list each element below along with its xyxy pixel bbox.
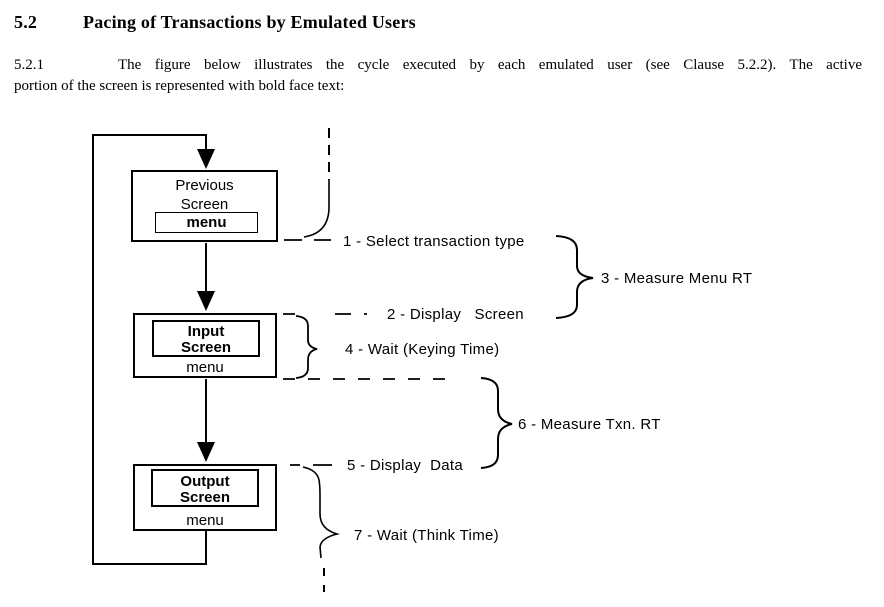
- step-label-3: 3 - Measure Menu RT: [601, 270, 753, 287]
- measure-txn-brace: [480, 377, 513, 469]
- input-screen-line-2: Screen: [180, 339, 232, 356]
- flow-arrow-2-head: [197, 442, 215, 462]
- previous-screen-menu-label: menu: [186, 214, 227, 231]
- input-screen-active-box: Input Screen: [152, 320, 260, 357]
- clause-number: 5.2.1: [14, 57, 44, 73]
- section-heading: 5.2 Pacing of Transactions by Emulated Us…: [14, 12, 870, 33]
- flow-box-previous-screen: Previous Screen menu: [131, 170, 278, 242]
- step-label-7: 7 - Wait (Think Time): [354, 527, 499, 544]
- clause-text-1: The figure below illustrates the cycle e…: [118, 57, 862, 73]
- previous-screen-menu-box: menu: [155, 212, 258, 233]
- flow-box-input-screen: Input Screen menu: [133, 313, 277, 378]
- section-number: 5.2: [14, 12, 38, 32]
- section-title: Pacing of Transactions by Emulated Users: [83, 12, 416, 32]
- step-label-6: 6 - Measure Txn. RT: [518, 416, 661, 433]
- step-label-2: 2 - Display Screen: [387, 306, 524, 323]
- think-time-brace: [302, 466, 341, 559]
- output-screen-line-2: Screen: [179, 489, 231, 506]
- previous-screen-line-1: Previous: [175, 177, 234, 194]
- clause-line-1: 5.2.1 The figure below illustrates the cy…: [14, 55, 862, 76]
- select-connector-curve: [303, 180, 330, 238]
- output-screen-menu-label: menu: [186, 512, 224, 529]
- flow-box-output-screen: Output Screen menu: [133, 464, 277, 531]
- measure-menu-brace: [555, 235, 594, 319]
- previous-screen-line-2: Screen: [180, 196, 229, 213]
- clause-paragraph: 5.2.1 The figure below illustrates the cy…: [14, 55, 862, 97]
- step-label-5: 5 - Display Data: [347, 457, 463, 474]
- input-screen-line-1: Input: [187, 323, 225, 340]
- keying-wait-brace: [295, 315, 318, 379]
- step-label-1: 1 - Select transaction type: [343, 233, 525, 250]
- loop-line: [92, 134, 207, 565]
- flow-arrow-1-head: [197, 291, 215, 311]
- step-label-4: 4 - Wait (Keying Time): [345, 341, 500, 358]
- loop-arrowhead: [197, 149, 215, 169]
- input-screen-menu-label: menu: [186, 359, 224, 376]
- clause-text-2: portion of the screen is represented wit…: [14, 78, 345, 94]
- output-screen-line-1: Output: [180, 473, 230, 490]
- output-screen-active-box: Output Screen: [151, 469, 259, 507]
